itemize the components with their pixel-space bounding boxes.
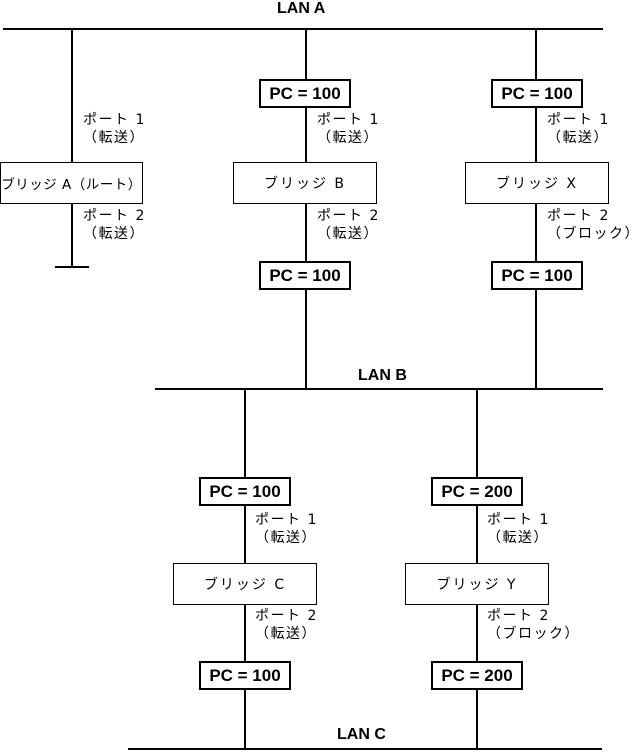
lan-a-label: LAN A <box>277 0 326 17</box>
bridge-b-box: ブリッジ B <box>233 162 377 204</box>
pc-box-bridge-x-upper: PC = 100 <box>491 79 583 108</box>
bridge-a-link-line <box>71 29 73 267</box>
bridge-a-box: ブリッジ A（ルート） <box>0 162 143 204</box>
pc-box-bridge-c-upper: PC = 100 <box>199 477 291 506</box>
bridge-c-port1-state: （転送） <box>255 530 317 546</box>
bridge-x-port1-name: ポート 1 <box>547 112 610 128</box>
pc-box-bridge-b-upper: PC = 100 <box>259 79 351 108</box>
bridge-b-port1-label: ポート 1 （転送） <box>317 111 380 147</box>
bridge-y-port2-name: ポート 2 <box>487 608 550 624</box>
bridge-a-port1-name: ポート 1 <box>83 112 146 128</box>
bridge-a-port2-state: （転送） <box>83 226 145 242</box>
bridge-y-port1-name: ポート 1 <box>487 512 550 528</box>
bridge-a-port2-label: ポート 2 （転送） <box>83 207 146 243</box>
bridge-x-port1-state: （転送） <box>547 130 609 146</box>
bridge-b-port2-name: ポート 2 <box>317 208 380 224</box>
lan-b-label: LAN B <box>358 367 407 384</box>
bridge-a-port1-label: ポート 1 （転送） <box>83 111 146 147</box>
bridge-b-port1-state: （転送） <box>317 130 379 146</box>
bridge-x-link-line <box>535 29 537 390</box>
bridge-a-port2-name: ポート 2 <box>83 208 146 224</box>
bridge-b-port1-name: ポート 1 <box>317 112 380 128</box>
pc-box-bridge-b-lower: PC = 100 <box>259 261 351 290</box>
bridge-b-port2-label: ポート 2 （転送） <box>317 207 380 243</box>
bridge-y-port1-state: （転送） <box>487 530 549 546</box>
bridge-a-port1-state: （転送） <box>83 130 145 146</box>
pc-box-bridge-y-lower: PC = 200 <box>431 661 523 690</box>
bridge-x-port2-name: ポート 2 <box>547 208 610 224</box>
bridge-c-port1-name: ポート 1 <box>255 512 318 528</box>
pc-box-bridge-y-upper: PC = 200 <box>431 477 523 506</box>
lan-a-bus-line <box>3 28 603 30</box>
bridge-b-port2-state: （転送） <box>317 226 379 242</box>
pc-box-bridge-c-lower: PC = 100 <box>199 661 291 690</box>
bridge-b-link-line <box>305 29 307 390</box>
pc-box-bridge-x-lower: PC = 100 <box>491 261 583 290</box>
bridge-c-port2-label: ポート 2 （転送） <box>255 607 318 643</box>
lan-c-bus-line <box>128 748 602 750</box>
bridge-y-port1-label: ポート 1 （転送） <box>487 511 550 547</box>
bridge-y-port2-state: （ブロック） <box>487 626 580 642</box>
lan-c-label: LAN C <box>337 726 386 743</box>
bridge-x-box: ブリッジ X <box>465 162 609 204</box>
bridge-y-box: ブリッジ Y <box>405 563 549 605</box>
bridge-x-port2-state: （ブロック） <box>547 226 637 242</box>
lan-b-bus-line <box>155 388 603 390</box>
bridge-c-port2-state: （転送） <box>255 626 317 642</box>
bridge-c-port1-label: ポート 1 （転送） <box>255 511 318 547</box>
bridge-c-port2-name: ポート 2 <box>255 608 318 624</box>
bridge-c-box: ブリッジ C <box>173 563 317 605</box>
bridge-x-port2-label: ポート 2 （ブロック） <box>547 207 637 243</box>
bridge-a-terminator-stub <box>55 266 89 268</box>
bridge-x-port1-label: ポート 1 （転送） <box>547 111 610 147</box>
bridge-y-port2-label: ポート 2 （ブロック） <box>487 607 580 643</box>
